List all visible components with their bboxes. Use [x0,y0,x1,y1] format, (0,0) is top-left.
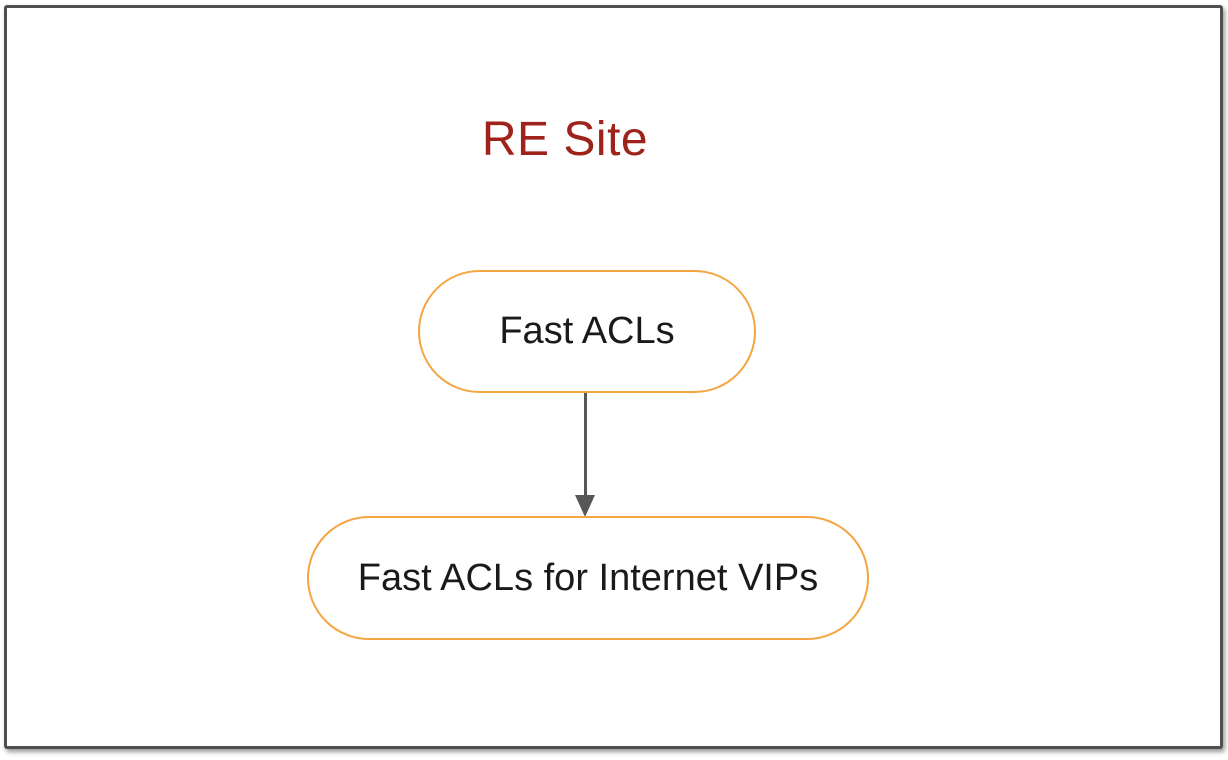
node-fast-acls: Fast ACLs [418,270,756,393]
diagram-frame: RE Site Fast ACLs Fast ACLs for Internet… [4,5,1223,749]
arrow-down-icon [575,495,595,517]
connector-line [584,393,587,496]
node-fast-acls-for-internet-vips-label: Fast ACLs for Internet VIPs [357,556,819,599]
node-fast-acls-for-internet-vips: Fast ACLs for Internet VIPs [307,516,869,640]
node-fast-acls-label: Fast ACLs [499,310,675,352]
diagram-title: RE Site [481,113,649,166]
